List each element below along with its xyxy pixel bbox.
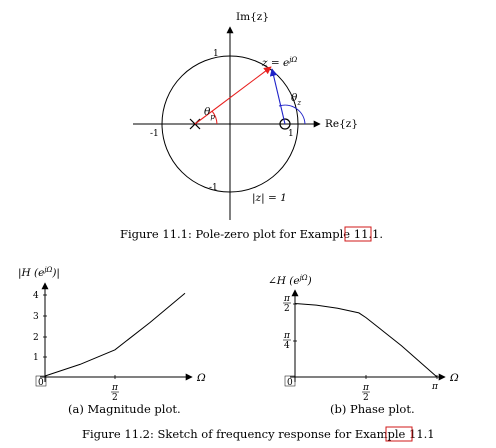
caption-text: Figure 11.2: Sketch of frequency respons… [82, 427, 409, 441]
figure-11-1-caption: Figure 11.1: Pole-zero plot for Example … [120, 226, 383, 242]
pole-zero-plot: Im{z} Re{z} 1 -1 1 -1 θp θz z = ejΩ |z| … [133, 11, 358, 220]
zero-vector [269, 68, 286, 125]
mag-ytick-0: 0 [38, 378, 44, 388]
mag-ytick-2: 2 [33, 333, 39, 343]
phase-ytick-0: 0 [287, 378, 293, 388]
mag-xtick-den: 2 [112, 393, 118, 403]
theta-p-label: θp [204, 106, 215, 121]
re-axis-label: Re{z} [325, 118, 358, 130]
phase-plot: π 2 π 4 0 π 2 π ∠H (ejΩ) Ω (b) Phase plo… [268, 274, 459, 416]
theta-p-arc [211, 110, 218, 125]
phase-ytick-pi4-num: π [283, 331, 291, 341]
mag-xtick-num: π [111, 383, 119, 393]
mag-y-ticks [43, 294, 116, 379]
phase-curve [294, 303, 438, 378]
mag-x-label: Ω [196, 372, 206, 384]
mag-y-label: |H (ejΩ)| [18, 266, 60, 280]
caption-ref-box[interactable] [385, 426, 413, 442]
phase-xtick-pi: π [431, 382, 439, 392]
caption-ref[interactable]: 11.1 [409, 427, 435, 441]
phase-xtick-num: π [362, 383, 370, 393]
phase-y-label: ∠H (ejΩ) [268, 274, 312, 287]
mag-subcaption: (a) Magnitude plot. [68, 402, 181, 416]
phase-ytick-pi2-den: 2 [284, 304, 290, 314]
magnitude-plot: 4 3 2 1 0 π 2 |H (ejΩ)| Ω (a) Magnitude … [18, 266, 206, 416]
im-axis-label: Im{z} [236, 11, 269, 23]
mag-ytick-3: 3 [33, 312, 39, 322]
caption-ref[interactable]: 11.1 [354, 227, 380, 241]
pole-vector [194, 66, 272, 125]
svg-text:Figure 11.1: Pole-zero plot fo: Figure 11.1: Pole-zero plot for Example … [120, 227, 383, 241]
caption-text: Figure 11.1: Pole-zero plot for Example [120, 227, 354, 241]
svg-text:Figure 11.2: Sketch of frequen: Figure 11.2: Sketch of frequency respons… [82, 427, 435, 441]
phase-subcaption: (b) Phase plot. [330, 402, 415, 416]
zero-marker [279, 118, 291, 130]
im-tick-pos: 1 [213, 49, 219, 59]
theta-z-arc [278, 104, 306, 125]
magnitude-curve [44, 292, 186, 377]
figure-11-2-caption: Figure 11.2: Sketch of frequency respons… [82, 426, 435, 442]
mag-ytick-1: 1 [33, 353, 39, 363]
phase-origin-box [284, 375, 296, 387]
re-tick-pos: 1 [288, 129, 294, 139]
phase-ticks [293, 303, 438, 379]
phase-xtick-den: 2 [363, 393, 369, 403]
mag-ytick-4: 4 [33, 291, 39, 301]
unit-circle [161, 55, 299, 193]
phase-ytick-pi2-num: π [283, 294, 291, 304]
caption-suffix: . [379, 227, 383, 241]
caption-ref-box[interactable] [344, 226, 372, 242]
phase-x-label: Ω [449, 372, 459, 384]
vector-label: z = ejΩ [261, 56, 297, 69]
im-tick-neg: -1 [209, 183, 218, 193]
mag-origin-box [35, 375, 47, 387]
unit-circle-label: |z| = 1 [252, 192, 287, 205]
theta-z-label: θz [291, 92, 301, 107]
phase-ytick-pi4-den: 4 [284, 341, 290, 351]
re-tick-neg: -1 [150, 129, 159, 139]
